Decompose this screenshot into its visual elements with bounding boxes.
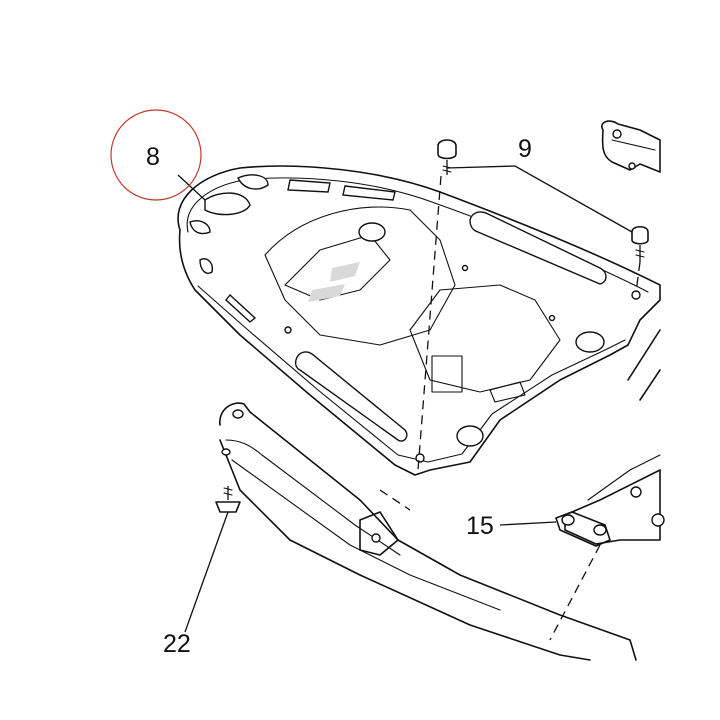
screw-left[interactable] xyxy=(437,139,457,175)
side-frame-right[interactable] xyxy=(564,329,665,545)
callout-highlight-circle xyxy=(110,109,202,201)
assembly-axis-right xyxy=(635,261,641,293)
callout-8[interactable]: 8 xyxy=(146,143,160,171)
callout-15[interactable]: 15 xyxy=(466,512,494,540)
luggage-rack-plate[interactable] xyxy=(177,165,661,476)
leader-22 xyxy=(184,511,229,633)
assembly-axis-fairing xyxy=(379,489,411,511)
screw-right[interactable] xyxy=(631,225,649,262)
leader-9 xyxy=(446,165,633,233)
assembly-axis-left xyxy=(417,175,442,471)
callout-9[interactable]: 9 xyxy=(518,135,532,163)
screw-22[interactable] xyxy=(215,486,241,513)
grab-rail-part[interactable] xyxy=(601,120,661,173)
nut-plate[interactable] xyxy=(555,511,611,547)
leader-8 xyxy=(177,174,206,201)
leader-15 xyxy=(499,521,557,526)
callout-22[interactable]: 22 xyxy=(163,630,191,658)
assembly-axis-15 xyxy=(549,544,601,641)
rear-fairing[interactable] xyxy=(219,402,637,661)
